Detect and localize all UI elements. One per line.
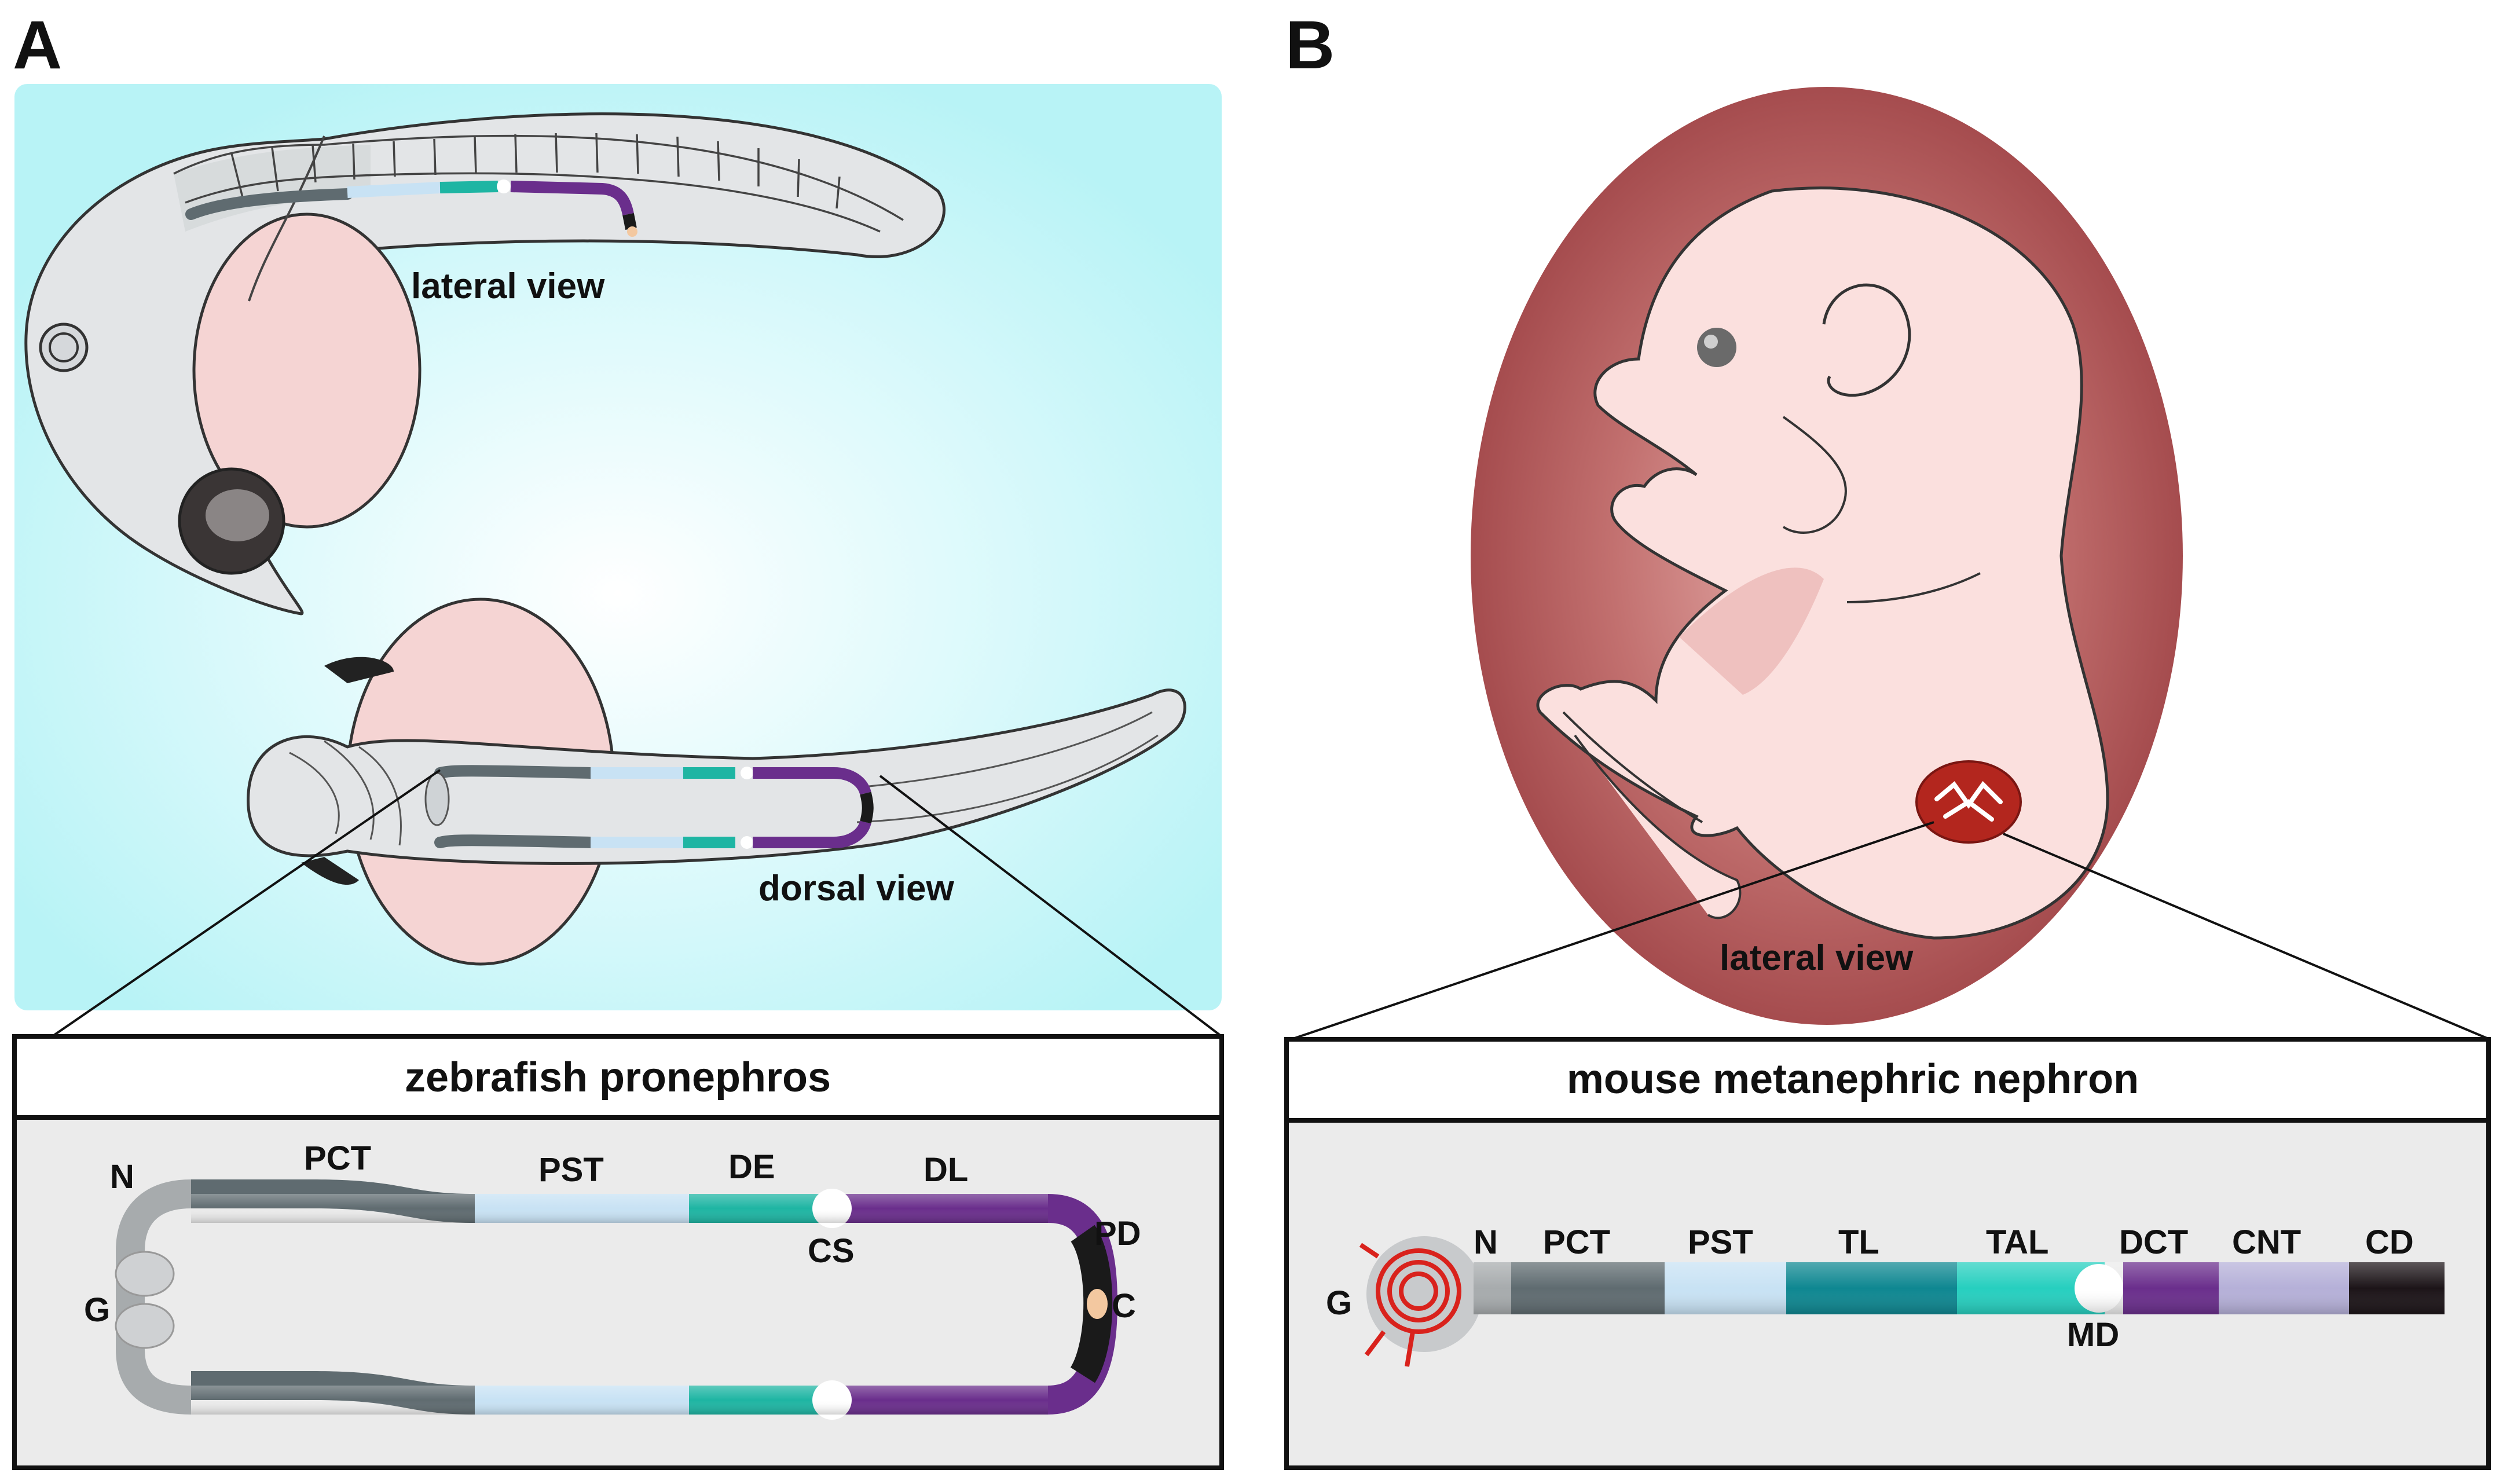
metanephric-nephron — [1359, 1236, 2445, 1367]
label-cnt-b: CNT — [2232, 1223, 2301, 1261]
metanephric-inset — [1284, 1037, 2491, 1470]
kidney-icon — [1915, 760, 2022, 844]
label-pct-a: PCT — [304, 1139, 371, 1177]
yolk-lateral — [192, 212, 422, 529]
metanephric-title: mouse metanephric nephron — [1567, 1056, 2139, 1102]
mouse-eye — [1697, 328, 1736, 367]
label-cs-a: CS — [808, 1232, 855, 1270]
zoom-line-a-right — [879, 775, 1223, 1038]
label-pd-a: PD — [1094, 1215, 1141, 1252]
label-g-a: G — [84, 1291, 110, 1329]
glomerulus-a-upper — [115, 1251, 175, 1297]
label-tal-b: TAL — [1986, 1223, 2048, 1261]
label-pst-a: PST — [538, 1151, 604, 1189]
label-n-a: N — [110, 1158, 134, 1196]
label-dl-a: DL — [923, 1151, 968, 1189]
glomerulus-b-icon — [1359, 1243, 1461, 1367]
pronephros-tube — [115, 1179, 1118, 1420]
mouse-tail — [1574, 734, 1742, 919]
lateral-view-label-a: lateral view — [411, 266, 605, 306]
mouse-ear — [1822, 283, 1911, 397]
mouse-embryo-in-uterus — [1471, 87, 2183, 1025]
label-md-b: MD — [2067, 1316, 2119, 1354]
dorsal-view-label-a: dorsal view — [758, 869, 954, 908]
label-pst-b: PST — [1688, 1223, 1753, 1261]
label-n-b: N — [1474, 1223, 1498, 1261]
pronephros-title: zebrafish pronephros — [405, 1054, 831, 1101]
zebrafish-dorsal-embryo — [247, 598, 1186, 966]
glomerulus-a-lower — [115, 1303, 175, 1349]
label-g-b: G — [1326, 1284, 1352, 1322]
label-tl-b: TL — [1838, 1223, 1879, 1261]
cloaca-marker — [1087, 1289, 1108, 1319]
label-dct-b: DCT — [2119, 1223, 2188, 1261]
zebrafish-lateral-embryo — [24, 112, 946, 615]
label-de-a: DE — [728, 1148, 775, 1186]
label-pct-b: PCT — [1543, 1223, 1610, 1261]
zoom-line-b-right — [2003, 833, 2490, 1040]
mouse-embryo-body — [1536, 186, 2109, 940]
label-c-a: C — [1112, 1287, 1136, 1325]
lateral-view-label-b: lateral view — [1720, 938, 1914, 978]
zoom-line-a-left — [51, 769, 441, 1038]
panel-b-letter: B — [1285, 7, 1335, 83]
panel-a-letter: A — [13, 7, 62, 83]
label-cd-b: CD — [2365, 1223, 2414, 1261]
zoom-line-b-left — [1291, 821, 1934, 1040]
